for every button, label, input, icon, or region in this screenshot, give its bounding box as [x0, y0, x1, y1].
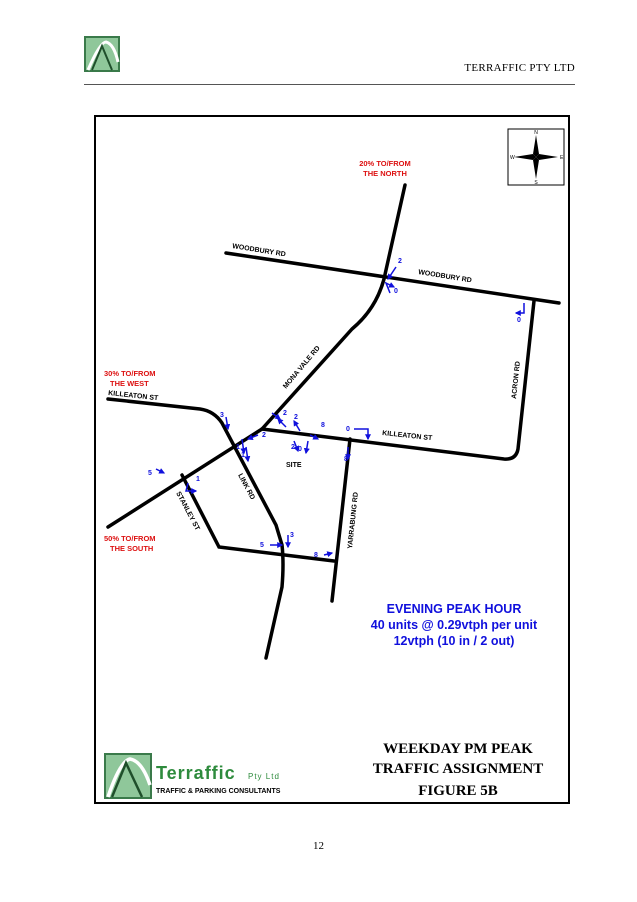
- vol-link-south: 3: [290, 532, 294, 539]
- south-label-1: 50% TO/FROM: [104, 534, 156, 543]
- stanley-street: [180, 473, 336, 563]
- arrow-mona-killeaton: [271, 412, 281, 420]
- label-site: SITE: [286, 462, 302, 469]
- arrow-stanley-main: [185, 482, 198, 494]
- vol-yarrabung-south: 8: [314, 552, 318, 559]
- terraffic-logo-swoosh: [106, 757, 152, 798]
- traffic-map: N S E W WOODBURY RD WOODBURY RD MONA VAL…: [104, 128, 565, 799]
- direction-labels: 20% TO/FROM THE NORTH 30% TO/FROM THE WE…: [104, 159, 411, 553]
- vol-site-a: 2: [283, 410, 287, 417]
- vol-mona-link: 2: [262, 432, 266, 439]
- page-logo: [84, 36, 120, 72]
- compass-s: S: [534, 180, 538, 186]
- arrow-link-straight: [244, 446, 251, 463]
- vol-site-e: 0: [298, 446, 302, 453]
- vol-link-1: 1: [236, 444, 240, 451]
- label-yarrabung: YARRABUNG RD: [347, 492, 360, 549]
- north-label-1: 20% TO/FROM: [359, 159, 411, 168]
- vol-killeaton-east: 0: [346, 426, 350, 433]
- vol-acron-woodbury: 0: [517, 317, 521, 324]
- volume-arrows: [155, 266, 525, 558]
- arrow-yarrabung-south: [323, 551, 334, 558]
- arrow-link-out: [240, 438, 247, 455]
- label-acron: ACRON RD: [511, 361, 522, 399]
- arrow-killeaton-east: [354, 428, 371, 441]
- arrow-acron-woodbury: [514, 303, 525, 316]
- label-link: LINK RD: [236, 473, 256, 501]
- compass-w: W: [510, 155, 515, 161]
- killeaton-link-road: [106, 397, 285, 660]
- arrow-site-a: [277, 418, 287, 428]
- arrow-stanley-west: [155, 468, 166, 474]
- vol-site-b: 2: [294, 414, 298, 421]
- west-label-1: 30% TO/FROM: [104, 369, 156, 378]
- compass-needle-east: [536, 154, 558, 160]
- figure-title-3: FIGURE 5B: [418, 783, 498, 799]
- mona-vale-road: [260, 183, 407, 431]
- arrow-site-d: [293, 440, 300, 453]
- volume-numbers: 2 0 0 0 8 2 2 8 2 0 2 3 1 1 1 5 3 5 8: [148, 258, 521, 559]
- terraffic-logo-block: Terraffic Pty Ltd TRAFFIC & PARKING CONS…: [104, 753, 281, 799]
- terraffic-suffix: Pty Ltd: [248, 772, 280, 781]
- peak-hour-note: EVENING PEAK HOUR 40 units @ 0.29vtph pe…: [371, 602, 538, 648]
- acron-killeaton-road: [260, 299, 536, 461]
- terraffic-logo-inner: [106, 755, 150, 797]
- compass-needle-west: [514, 154, 536, 160]
- header-rule: [84, 84, 575, 85]
- figure-title: WEEKDAY PM PEAK TRAFFIC ASSIGNMENT FIGUR…: [373, 741, 543, 799]
- yarrabung-road: [330, 437, 352, 603]
- arrow-site-c: [309, 434, 320, 440]
- vol-stanley-west: 5: [148, 470, 152, 477]
- arrow-site-b: [293, 419, 301, 432]
- figure-frame: N S E W WOODBURY RD WOODBURY RD MONA VAL…: [94, 115, 570, 804]
- road-network: [106, 183, 561, 660]
- compass-needle-north: [533, 135, 539, 157]
- south-label-2: THE SOUTH: [110, 544, 153, 553]
- arrow-mona-north-out: [384, 281, 396, 294]
- arrow-site-e: [303, 440, 310, 455]
- terraffic-tagline: TRAFFIC & PARKING CONSULTANTS: [156, 788, 281, 795]
- peak-line-1: 40 units @ 0.29vtph per unit: [371, 618, 538, 632]
- peak-title: EVENING PEAK HOUR: [387, 602, 522, 616]
- vol-stanley-main: 1: [196, 476, 200, 483]
- vol-site-c: 8: [321, 422, 325, 429]
- north-label-2: THE NORTH: [363, 169, 407, 178]
- vol-killeaton-west: 3: [220, 412, 224, 419]
- figure-title-2: TRAFFIC ASSIGNMENT: [373, 761, 543, 777]
- vol-mona-north-in: 2: [398, 258, 402, 265]
- label-killeaton-east: KILLEATON ST: [382, 430, 433, 442]
- label-stanley: STANLEY ST: [174, 491, 201, 533]
- compass-e: E: [560, 155, 564, 161]
- compass-rose: N S E W: [507, 128, 565, 186]
- arrow-killeaton-west: [224, 416, 231, 431]
- compass-needle-south: [533, 157, 539, 179]
- arrow-link-in: [246, 434, 259, 441]
- page-number: 12: [313, 840, 324, 852]
- vol-yarrabung-north: 8: [344, 456, 348, 463]
- vol-stanley-link: 5: [260, 542, 264, 549]
- page-logo-swoosh: [86, 40, 120, 71]
- page-logo-a: [91, 43, 113, 71]
- figure-title-1: WEEKDAY PM PEAK: [383, 741, 533, 757]
- compass-n: N: [534, 130, 538, 136]
- terraffic-logo-a: [110, 759, 144, 798]
- company-header: TERRAFFIC PTY LTD: [464, 62, 575, 74]
- terraffic-name: Terraffic: [156, 763, 236, 783]
- vol-site-d: 2: [291, 444, 295, 451]
- vol-link-2: 1: [241, 452, 245, 459]
- arrow-mona-north-in: [387, 266, 397, 280]
- vol-mona-north-out: 0: [394, 288, 398, 295]
- peak-line-2: 12vtph (10 in / 2 out): [394, 634, 515, 648]
- west-label-2: THE WEST: [110, 379, 149, 388]
- woodbury-road: [224, 251, 561, 305]
